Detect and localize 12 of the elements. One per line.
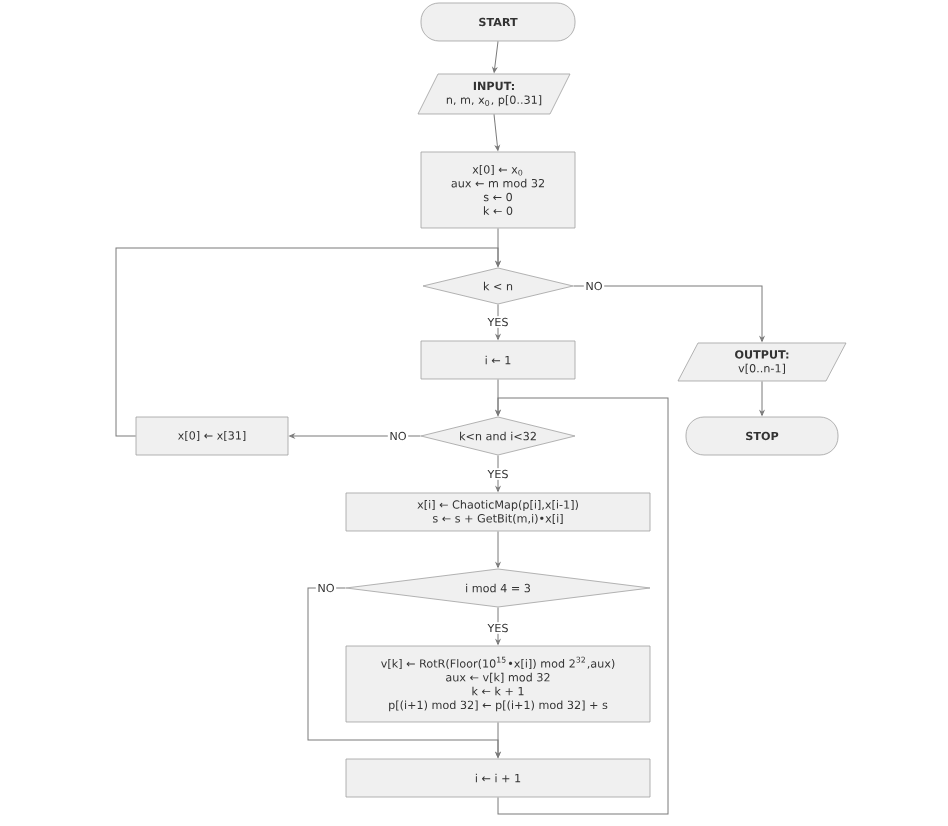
arrow [495, 454, 501, 492]
arrow [495, 606, 501, 645]
arrow [495, 303, 501, 340]
arrow [289, 433, 422, 439]
arrow [572, 285, 765, 342]
arrow [493, 113, 500, 151]
arrow [492, 40, 499, 73]
arrow [759, 380, 765, 416]
arrow [495, 530, 501, 568]
arrow [115, 247, 501, 437]
arrow [495, 721, 501, 758]
arrow [495, 397, 669, 815]
